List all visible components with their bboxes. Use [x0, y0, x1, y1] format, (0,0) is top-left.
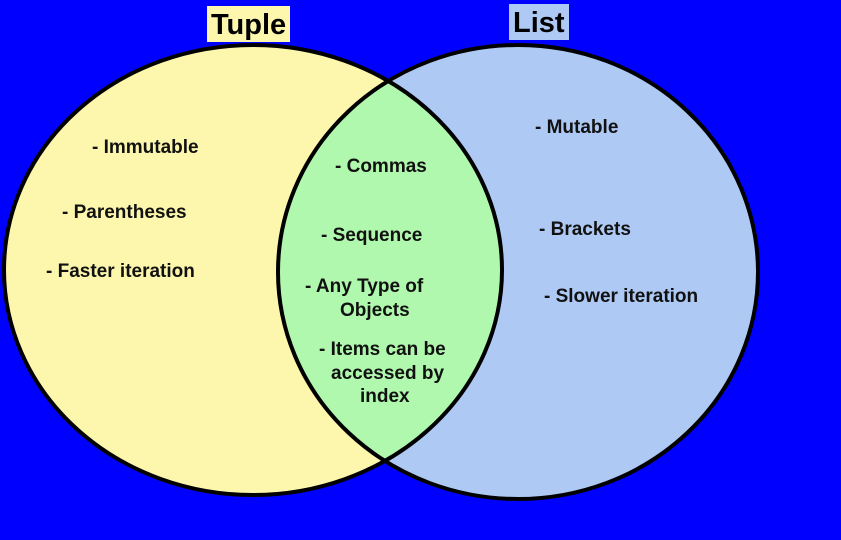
shared-item-commas: - Commas [335, 156, 427, 177]
shared-item-items-can-be: - Items can be [319, 339, 446, 360]
shared-item-sequence: - Sequence [321, 225, 423, 246]
shared-item-any-type: - Any Type of [305, 276, 424, 297]
tuple-item-immutable: - Immutable [92, 137, 199, 158]
list-item-brackets: - Brackets [539, 219, 631, 240]
tuple-item-parentheses: - Parentheses [62, 202, 187, 223]
list-item-slower-iteration: - Slower iteration [544, 286, 699, 307]
overlap-region [278, 45, 502, 495]
shared-item-accessed-by: accessed by [331, 363, 445, 384]
list-item-mutable: - Mutable [535, 117, 619, 138]
list-title: List [509, 4, 569, 40]
shared-item-index: index [360, 386, 410, 407]
shared-item-objects: Objects [340, 300, 410, 321]
tuple-title: Tuple [207, 6, 291, 42]
tuple-circle-outline [2, 43, 504, 497]
tuple-item-faster-iteration: - Faster iteration [46, 261, 195, 282]
list-circle-outline [276, 43, 760, 501]
